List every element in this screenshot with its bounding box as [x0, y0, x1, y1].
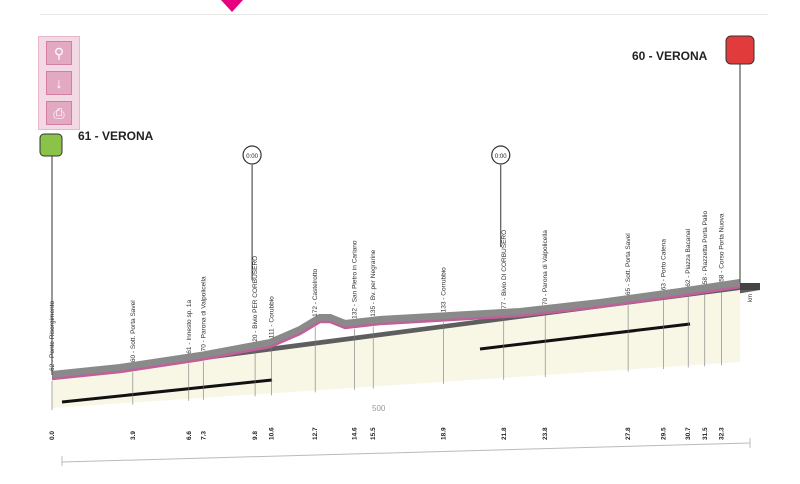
start-label: 61 - VERONA: [78, 129, 154, 143]
checkpoint-km: 12.7: [312, 427, 319, 440]
km-strip-left: [61, 378, 273, 404]
finish-label: 60 - VERONA: [632, 49, 708, 63]
zoom-icon[interactable]: ⚲: [46, 41, 72, 65]
checkpoint-km: 27.8: [625, 427, 632, 440]
print-icon[interactable]: ⎙: [46, 101, 72, 125]
timing-badge-label: 0:00: [495, 154, 507, 160]
location-pin-marker: [221, 0, 243, 12]
km-strip-right: [479, 322, 691, 351]
download-icon[interactable]: ↓: [46, 71, 72, 95]
finish-tag: km: [748, 294, 754, 302]
checkpoint-name: 62 - Ponte Risorgimento: [49, 301, 56, 371]
ground-end: [740, 283, 760, 290]
checkpoint-name: 63 - Porto Catena: [660, 239, 667, 291]
checkpoint-km: 30.7: [685, 427, 692, 440]
checkpoint-km: 23.8: [542, 427, 549, 440]
profile-line: [51, 285, 741, 381]
checkpoint-km: 0.0: [49, 431, 56, 440]
checkpoint-name: 132 - San Pietro in Cariano: [352, 240, 359, 319]
checkpoint-name: 60 - Sott. Porta Savel: [130, 300, 137, 362]
checkpoint-name: 58 - Piazzetta Porta Palio: [702, 211, 709, 285]
checkpoint-km: 6.6: [186, 431, 193, 440]
map-toolbar: ⚲ ↓ ⎙: [38, 36, 80, 130]
checkpoint-labels: 62 - Ponte Risorgimento 0.0 60 - Sott. Por…: [49, 211, 725, 440]
checkpoint-name: 70 - Parona di Valpolicella: [542, 230, 549, 305]
checkpoint-km: 31.5: [702, 427, 709, 440]
checkpoint-name: 58 - Corso Porta Nuova: [718, 213, 725, 282]
checkpoint-km: 32.3: [718, 427, 725, 440]
checkpoint-name: 61 - Innesto sp. 1a: [186, 299, 193, 353]
finish-flag-icon: [725, 35, 755, 65]
checkpoint-name: 70 - Parona di Valpolicella: [200, 276, 207, 351]
top-divider: [40, 14, 768, 15]
checkpoint-km: 3.9: [130, 431, 137, 440]
scale-label: 500: [372, 404, 386, 413]
checkpoint-km: 14.6: [352, 427, 359, 440]
checkpoint-name: 20 - Bivio PER CORBUSERO: [252, 256, 259, 342]
checkpoint-km: 9.8: [252, 431, 259, 440]
timing-badge-icon: [242, 145, 262, 165]
checkpoint-km: 15.5: [370, 427, 377, 440]
timing-badge-icon: [491, 145, 511, 165]
checkpoint-km: 7.3: [200, 431, 207, 440]
profile-fill: [52, 290, 740, 408]
checkpoint-name: 62 - Piazza Bacanal: [685, 228, 692, 286]
timing-badge-label: 0:00: [246, 154, 258, 160]
checkpoint-name: 133 - Corrubbio: [441, 267, 448, 313]
checkpoint-name: 135 - Bv. per Negrarine: [370, 249, 377, 316]
checkpoint-name: 77 - Bivio DI CORBUSERO: [501, 230, 508, 309]
checkpoint-name: 172 - Castelrotto: [312, 268, 319, 316]
scale-line: [61, 442, 751, 463]
start-flag-icon: [39, 133, 63, 157]
timing-badges: 0:00 0:00: [242, 145, 511, 281]
checkpoint-name: 111 - Corubbio: [269, 296, 276, 338]
checkpoint-km: 29.5: [660, 427, 667, 440]
checkpoint-km: 18.9: [441, 427, 448, 440]
checkpoint-km: 21.8: [501, 427, 508, 440]
profile-top-band: [51, 279, 741, 379]
checkpoint-km: 10.6: [269, 427, 276, 440]
checkpoint-name: 65 - Sott. Porta Savel: [625, 233, 632, 295]
